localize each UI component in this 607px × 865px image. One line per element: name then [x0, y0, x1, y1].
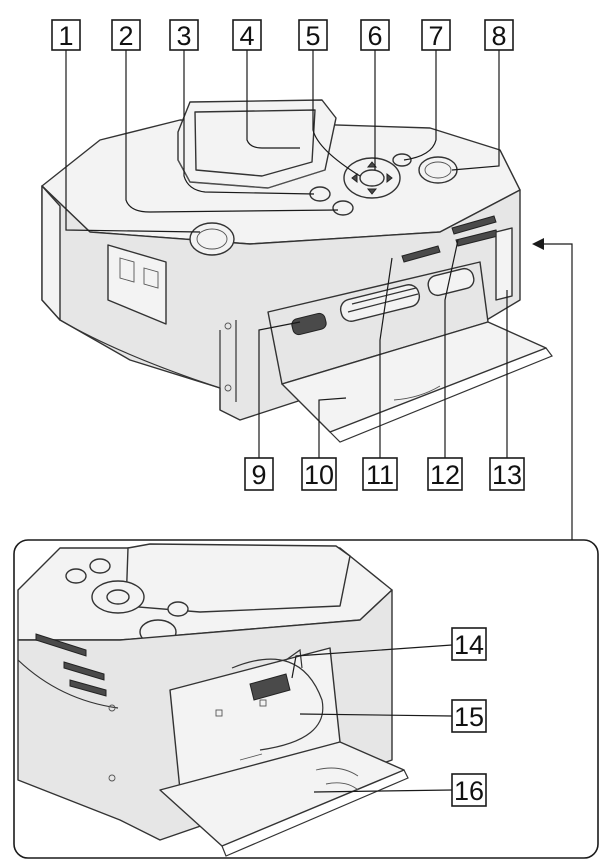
callout-label-11: 11 — [362, 457, 398, 491]
eject-lever — [249, 673, 291, 701]
callout-text-9: 9 — [251, 460, 266, 490]
callout-text-15: 15 — [454, 702, 484, 732]
card-slot-12 — [451, 215, 497, 235]
detail-inset-frame — [13, 539, 599, 859]
callout-label-3: 3 — [169, 19, 199, 51]
callout-text-16: 16 — [454, 776, 484, 806]
callout-label-2: 2 — [111, 19, 141, 51]
callout-label-5: 5 — [298, 19, 328, 51]
connector-panel — [107, 244, 167, 325]
button-7 — [392, 153, 412, 167]
callout-label-8: 8 — [484, 19, 514, 51]
callout-text-4: 4 — [239, 21, 254, 51]
printer-detail-view — [17, 543, 409, 857]
callout-text-13: 13 — [492, 460, 522, 490]
printer-front-view — [41, 99, 553, 443]
inset-pointer-line — [540, 243, 573, 540]
callout-text-14: 14 — [454, 630, 484, 660]
inset-pointer-arrowhead — [532, 238, 544, 250]
callout-text-1: 1 — [58, 21, 73, 51]
card-slot-11 — [401, 245, 441, 263]
callout-text-10: 10 — [304, 460, 334, 490]
callout-label-14: 14 — [451, 627, 487, 661]
enter-button — [359, 169, 385, 187]
callout-label-15: 15 — [451, 699, 487, 733]
callout-label-10: 10 — [301, 457, 337, 491]
callout-text-12: 12 — [430, 460, 460, 490]
inset-lcd — [125, 543, 351, 613]
side-slot-13 — [495, 227, 513, 301]
callout-text-7: 7 — [428, 21, 443, 51]
button-2 — [332, 200, 354, 216]
callout-label-12: 12 — [427, 457, 463, 491]
callout-text-2: 2 — [118, 21, 133, 51]
callout-label-6: 6 — [360, 19, 390, 51]
callout-label-1: 1 — [51, 19, 81, 51]
leader-lines — [65, 50, 508, 793]
callout-label-4: 4 — [232, 19, 262, 51]
callout-label-16: 16 — [451, 773, 487, 807]
callout-label-9: 9 — [244, 457, 274, 491]
callout-text-5: 5 — [305, 21, 320, 51]
lcd-screen — [194, 109, 316, 177]
print-button — [189, 222, 235, 256]
callout-text-3: 3 — [176, 21, 191, 51]
callout-label-7: 7 — [421, 19, 451, 51]
callout-label-13: 13 — [489, 457, 525, 491]
callout-text-6: 6 — [367, 21, 382, 51]
callout-text-8: 8 — [491, 21, 506, 51]
callout-text-11: 11 — [366, 460, 394, 490]
